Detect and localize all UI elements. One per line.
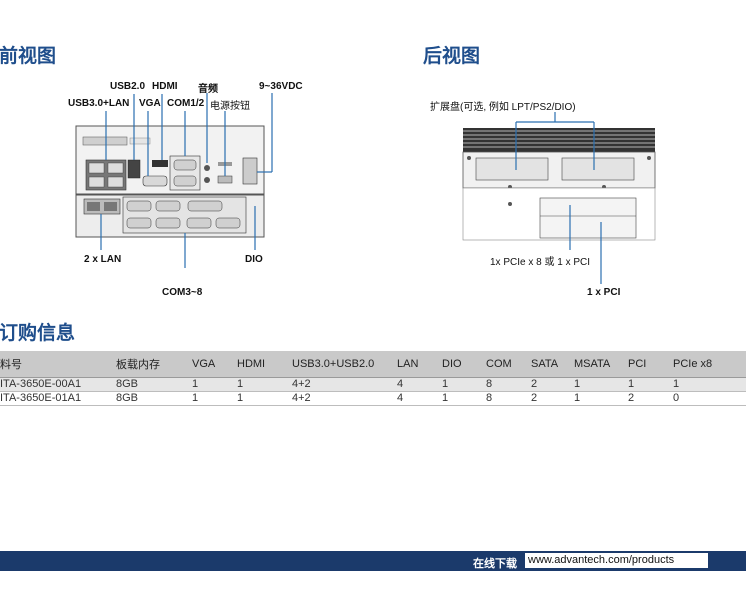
label-expansion: 扩展盘(可选, 例如 LPT/PS2/DIO) <box>430 102 576 113</box>
cell-pcie-x8: 1 <box>673 377 746 392</box>
header-pci: PCI <box>628 351 673 378</box>
label-usb2: USB2.0 <box>110 81 146 92</box>
header-msata: MSATA <box>574 351 628 378</box>
cell-dio: 1 <box>442 391 486 406</box>
table-row: ITA-3650E-00A1 8GB 1 1 4+2 4 1 8 2 1 1 1 <box>0 377 746 392</box>
cell-lan: 4 <box>397 391 442 406</box>
cell-sata: 2 <box>531 391 574 406</box>
cell-memory: 8GB <box>116 377 192 392</box>
cell-msata: 1 <box>574 391 628 406</box>
header-com: COM <box>486 351 531 378</box>
order-info-title: 订购信息 <box>0 322 76 344</box>
cell-msata: 1 <box>574 377 628 392</box>
header-hdmi: HDMI <box>237 351 292 378</box>
power-input-port <box>242 157 258 185</box>
label-power-input: 9~36VDC <box>259 81 303 92</box>
header-dio: DIO <box>442 351 486 378</box>
label-hdmi: HDMI <box>152 81 178 92</box>
rear-view-title: 后视图 <box>423 45 481 67</box>
pci-slot-block <box>539 197 637 239</box>
front-logo-plate <box>82 136 128 146</box>
label-com12: COM1/2 <box>167 98 205 109</box>
cell-hdmi: 1 <box>237 391 292 406</box>
header-part-no: 料号 <box>0 351 116 378</box>
front-view-title: 前视图 <box>0 45 57 67</box>
cell-sata: 2 <box>531 377 574 392</box>
cell-part-no: ITA-3650E-00A1 <box>0 377 116 392</box>
hdmi-port <box>152 160 168 167</box>
label-audio: 音频 <box>198 84 218 95</box>
header-vga: VGA <box>192 351 237 378</box>
expansion-slot-left <box>475 157 549 181</box>
footer-products-link[interactable]: www.advantech.com/products <box>525 553 708 568</box>
header-lan: LAN <box>397 351 442 378</box>
cell-pcie-x8: 0 <box>673 391 746 406</box>
label-usb3-lan: USB3.0+LAN <box>68 98 130 109</box>
table-row: ITA-3650E-01A1 8GB 1 1 4+2 4 1 8 2 1 2 0 <box>0 391 746 406</box>
cell-vga: 1 <box>192 377 237 392</box>
rear-view-diagram <box>462 112 656 284</box>
cell-vga: 1 <box>192 391 237 406</box>
cell-usb: 4+2 <box>292 377 397 392</box>
rear-heatsink <box>463 128 655 152</box>
front-view-diagram <box>75 93 273 268</box>
cell-lan: 4 <box>397 377 442 392</box>
cell-hdmi: 1 <box>237 377 292 392</box>
table-header-row: 料号 板载内存 VGA HDMI USB3.0+USB2.0 LAN DIO C… <box>0 351 746 378</box>
front-callout-lines <box>100 93 273 268</box>
cell-pci: 1 <box>628 377 673 392</box>
cell-pci: 2 <box>628 391 673 406</box>
label-pci: 1 x PCI <box>587 287 621 298</box>
cell-dio: 1 <box>442 377 486 392</box>
label-2xlan: 2 x LAN <box>84 254 122 265</box>
header-usb: USB3.0+USB2.0 <box>292 351 397 378</box>
header-sata: SATA <box>531 351 574 378</box>
label-dio: DIO <box>245 254 263 265</box>
footer-download-label: 在线下载 <box>473 557 517 570</box>
header-memory: 板载内存 <box>116 351 192 378</box>
header-pcie-x8: PCIe x8 <box>673 351 746 378</box>
cell-com: 8 <box>486 391 531 406</box>
cell-part-no: ITA-3650E-01A1 <box>0 391 116 406</box>
expansion-slot-right <box>561 157 635 181</box>
vga-port <box>142 175 168 187</box>
rear-callout-lines <box>515 112 602 284</box>
ordering-table: 料号 板载内存 VGA HDMI USB3.0+USB2.0 LAN DIO C… <box>0 351 746 406</box>
label-com38: COM3~8 <box>162 287 203 298</box>
label-pcie: 1x PCIe x 8 或 1 x PCI <box>490 257 591 268</box>
cell-memory: 8GB <box>116 391 192 406</box>
label-power-button: 电源按钮 <box>210 101 250 112</box>
cell-com: 8 <box>486 377 531 392</box>
label-vga: VGA <box>139 98 161 109</box>
audio-jack <box>204 165 210 171</box>
cell-usb: 4+2 <box>292 391 397 406</box>
front-model-plate <box>129 137 151 145</box>
